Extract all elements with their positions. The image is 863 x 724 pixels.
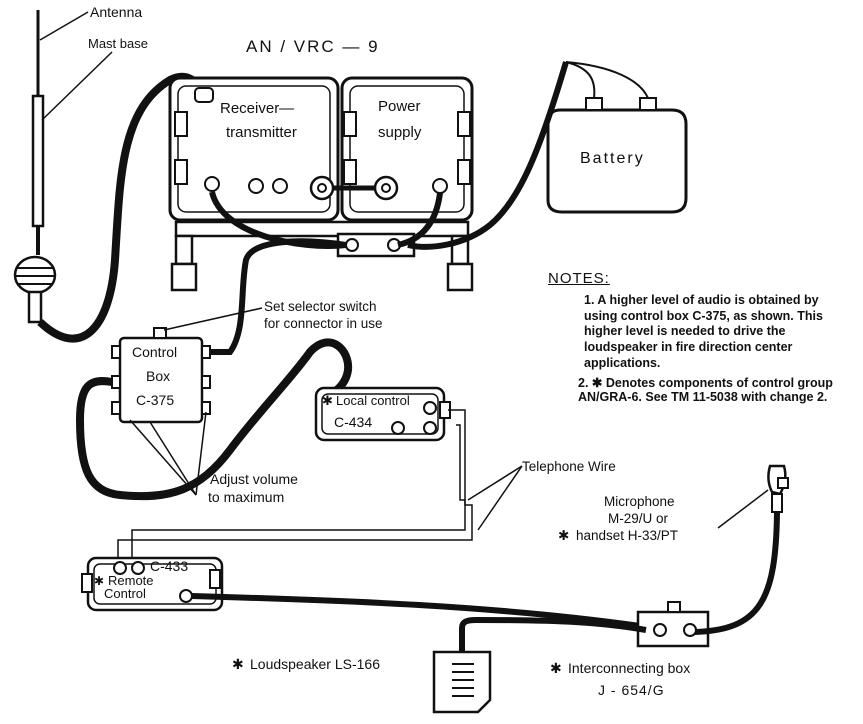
remote-control-label-2: Control [104,586,146,601]
adjust-volume-label-2: to maximum [208,489,285,505]
remote-control-c433 [81,556,224,612]
antenna [13,10,57,324]
control-box-label-3: C-375 [136,392,175,408]
battery [546,97,688,214]
interconnecting-asterisk: ✱ [550,660,562,676]
receiver-transmitter-label-1: Receiver— [220,100,295,117]
remote-control-label-1: Remote [108,573,154,588]
note-1: 1. A higher level of audio is obtained b… [584,293,823,370]
loudspeaker-ls166 [432,650,492,714]
microphone-asterisk: ✱ [558,528,570,543]
loudspeaker-asterisk: ✱ [232,656,244,672]
note-2: 2. ✱ Denotes components of control group… [578,376,833,404]
telephone-wire [117,409,473,560]
power-supply-label-2: supply [378,124,422,141]
rt-to-control-box-cable [208,238,347,355]
control-box-to-local-control-cable [75,338,353,501]
local-control-label: Local control [336,393,410,408]
power-supply-label-1: Power [378,98,421,115]
local-control-asterisk: ✱ [322,393,333,408]
notes-block: NOTES: 1. A higher level of audio is obt… [548,270,848,405]
antenna-leader [39,11,89,41]
telephone-wire-label: Telephone Wire [522,459,616,474]
receiver-transmitter-label-2: transmitter [226,124,297,141]
antenna-label: Antenna [90,4,143,20]
battery-label: Battery [580,150,645,167]
remote-control-asterisk: ✱ [94,574,105,588]
local-control-model: C-434 [334,414,373,430]
receiver-transmitter-unit [168,76,340,222]
control-box-label-1: Control [132,344,178,360]
loudspeaker-cable [459,616,647,652]
microphone-cable [694,511,780,635]
interconnecting-box [636,601,710,648]
remote-to-interconnecting-cable [191,593,655,631]
loudspeaker-label: Loudspeaker LS-166 [250,656,380,672]
control-box-c375 [111,327,211,424]
set-selector-label-1: Set selector switch [264,299,377,314]
microphone-label-2: M-29/U or [608,511,669,526]
microphone-label-1: Microphone [604,494,675,509]
mast-base-label: Mast base [88,36,148,51]
interconnecting-label-1: Interconnecting box [568,660,691,676]
interconnecting-label-2: J - 654/G [598,682,665,698]
battery-cable [407,61,569,250]
remote-control-model: C-433 [150,558,189,574]
adjust-volume-label-1: Adjust volume [210,471,298,487]
local-control-c434 [314,386,451,442]
mast-base-leader [41,51,113,121]
power-supply-unit [340,76,474,222]
diagram-title: AN / VRC — 9 [246,37,380,56]
set-selector-label-2: for connector in use [264,316,383,331]
control-box-label-2: Box [146,368,171,384]
microphone-handset [767,464,789,513]
notes-heading: NOTES: [548,270,610,287]
microphone-label-3: handset H-33/PT [576,528,679,543]
